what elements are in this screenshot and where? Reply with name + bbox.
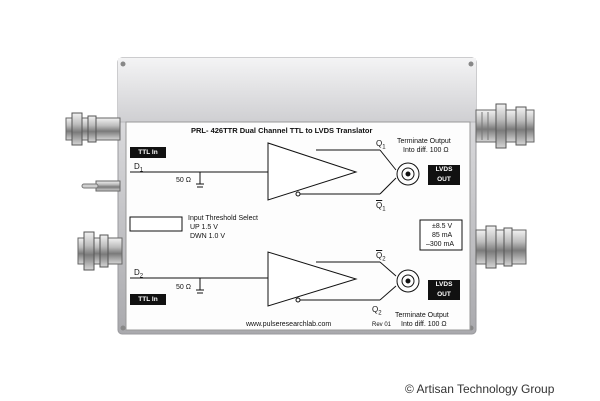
ttl-in-top-label: TTL In (130, 147, 166, 158)
threshold-up: UP 1.5 V (190, 224, 218, 231)
power-current-2: –300 mA (426, 241, 455, 248)
q2-text: Q (372, 305, 379, 314)
termination-bottom-label: 50 Ω (176, 284, 191, 291)
input-d2-label: D2 (134, 268, 143, 280)
website-text: www.pulseresearchlab.com (246, 321, 332, 328)
q1-label: Q1 (376, 139, 386, 151)
terminate-bottom-line-1: Terminate Output (395, 312, 449, 319)
lvds-out-top-line-1: LVDS (435, 166, 453, 173)
terminate-top-line-2: Into diff. 100 Ω (403, 147, 449, 154)
lvds-out-bottom-line-1: LVDS (435, 281, 453, 288)
q1-sub: 1 (382, 144, 386, 151)
q1bar-text: Q (376, 201, 383, 210)
power-spec-box (419, 219, 463, 251)
channel-2-schematic (130, 251, 420, 307)
d2-sub: 2 (139, 273, 144, 280)
channel-1-schematic (130, 142, 420, 201)
lvds-out-bottom-line-2: OUT (437, 291, 451, 298)
bnc-connector-right-bottom (475, 225, 527, 269)
threshold-select-box (129, 216, 183, 232)
termination-top-label: 50 Ω (176, 177, 191, 184)
threshold-title: Input Threshold Select (188, 215, 258, 222)
power-current-1: 85 mA (432, 232, 453, 239)
lvds-out-top-line-2: OUT (437, 176, 451, 183)
q2-label: Q2 (372, 305, 382, 317)
q1-text: Q (376, 139, 383, 148)
terminate-bottom-line-2: Into diff. 100 Ω (401, 321, 447, 328)
threshold-down: DWN 1.0 V (190, 233, 226, 240)
q2-sub: 2 (378, 310, 382, 317)
bnc-connector-left-bottom (77, 231, 123, 271)
bnc-connector-left-top (65, 112, 121, 146)
bnc-connector-right-top (475, 103, 535, 149)
toggle-switch (81, 180, 121, 192)
d1-sub: 1 (139, 167, 144, 174)
lvds-out-bottom-label: LVDS OUT (428, 280, 460, 300)
q1bar-sub: 1 (382, 206, 386, 213)
q2bar-label: Q2 (376, 251, 386, 263)
power-voltage: ±8.5 V (432, 223, 453, 230)
q2bar-sub: 2 (382, 256, 386, 263)
lvds-out-top-label: LVDS OUT (428, 165, 460, 185)
q1bar-label: Q1 (376, 201, 386, 213)
q2bar-text: Q (376, 251, 383, 260)
input-d1-label: D1 (134, 162, 143, 174)
watermark: © Artisan Technology Group (405, 382, 555, 396)
revision-text: Rev 01 (372, 322, 392, 328)
ttl-in-bottom-label: TTL In (130, 294, 166, 305)
terminate-top-line-1: Terminate Output (397, 138, 451, 145)
d2-text: D (134, 268, 140, 277)
d1-text: D (134, 162, 140, 171)
product-title: PRL- 426TTR Dual Channel TTL to LVDS Tra… (191, 126, 373, 135)
